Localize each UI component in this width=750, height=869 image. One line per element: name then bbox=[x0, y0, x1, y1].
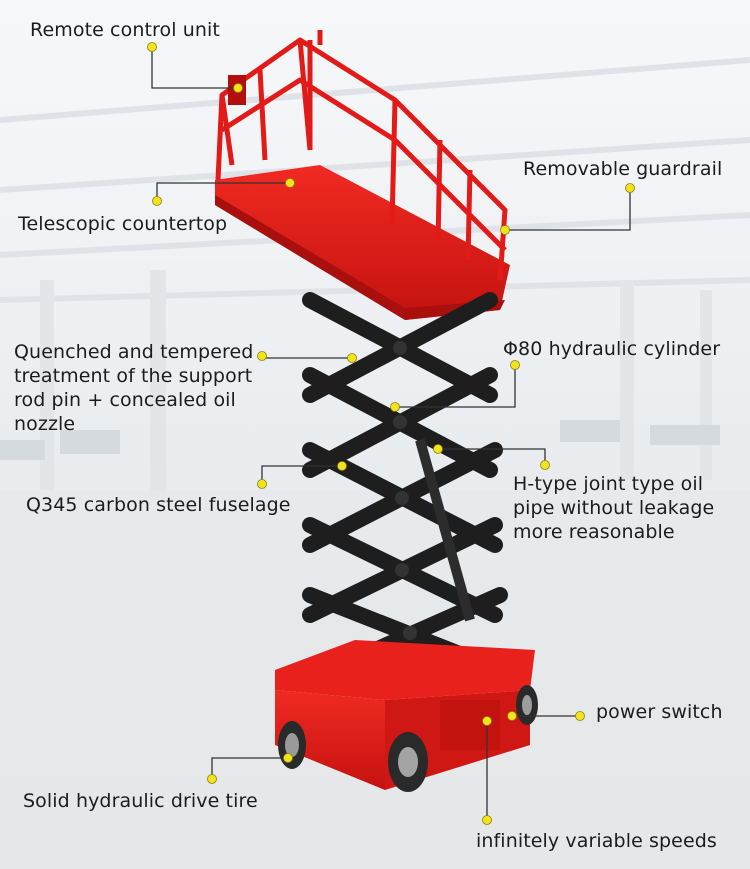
warehouse-windows bbox=[0, 420, 720, 460]
leader-lines bbox=[151, 47, 631, 820]
dot-drive-tire-label bbox=[207, 774, 217, 784]
platform-deck bbox=[215, 165, 510, 320]
leader-removable-guardrail bbox=[505, 188, 631, 231]
dot-cylinder-target bbox=[390, 402, 400, 412]
dot-cylinder-label bbox=[510, 360, 520, 370]
chassis-top bbox=[275, 640, 535, 700]
dot-remote-control-target bbox=[233, 83, 243, 93]
label-remote-control-unit: Remote control unit bbox=[30, 19, 220, 41]
platform-guardrail bbox=[215, 30, 508, 281]
leader-drive-tire bbox=[211, 757, 288, 779]
label-q345-fuselage: Q345 carbon steel fuselage bbox=[26, 494, 291, 516]
scissor-pins bbox=[393, 341, 417, 640]
callout-dots bbox=[147, 42, 635, 825]
dot-guardrail-target bbox=[500, 225, 510, 235]
dot-countertop-label bbox=[152, 196, 162, 206]
dot-power-switch-target bbox=[507, 711, 517, 721]
dot-speeds-label bbox=[482, 815, 492, 825]
dot-countertop-target bbox=[285, 178, 295, 188]
label-quenched-support-pin: Quenched and tempered treatment of the s… bbox=[14, 341, 254, 435]
chassis-front bbox=[275, 690, 385, 790]
dot-power-switch-label bbox=[575, 711, 585, 721]
leader-telescopic-countertop bbox=[156, 182, 290, 201]
dot-speeds-target bbox=[482, 716, 492, 726]
label-variable-speeds: infinitely variable speeds bbox=[476, 830, 717, 852]
leader-remote-control bbox=[151, 47, 238, 89]
label-removable-guardrail: Removable guardrail bbox=[523, 158, 723, 180]
dot-guardrail-label bbox=[625, 183, 635, 193]
leader-h-type-joint bbox=[438, 448, 546, 465]
label-power-switch: power switch bbox=[596, 701, 723, 723]
leader-q345-fuselage bbox=[261, 465, 342, 484]
label-h-type-joint: H-type joint type oil pipe without leaka… bbox=[513, 473, 715, 543]
dot-remote-control-label bbox=[147, 42, 157, 52]
chassis-compartment-panel bbox=[440, 700, 500, 750]
dot-h-joint-label bbox=[540, 460, 550, 470]
dot-quenched-target bbox=[347, 353, 357, 363]
dot-q345-label bbox=[257, 479, 267, 489]
dot-quenched-label bbox=[257, 351, 267, 361]
dot-q345-target bbox=[337, 461, 347, 471]
hydraulic-cylinder bbox=[415, 438, 475, 622]
label-telescopic-countertop: Telescopic countertop bbox=[18, 213, 228, 235]
leader-hydraulic-cylinder bbox=[395, 365, 516, 408]
label-hydraulic-cylinder: Φ80 hydraulic cylinder bbox=[503, 338, 721, 360]
dot-h-joint-target bbox=[433, 444, 443, 454]
label-solid-drive-tire: Solid hydraulic drive tire bbox=[23, 790, 258, 812]
dot-drive-tire-target bbox=[283, 753, 293, 763]
